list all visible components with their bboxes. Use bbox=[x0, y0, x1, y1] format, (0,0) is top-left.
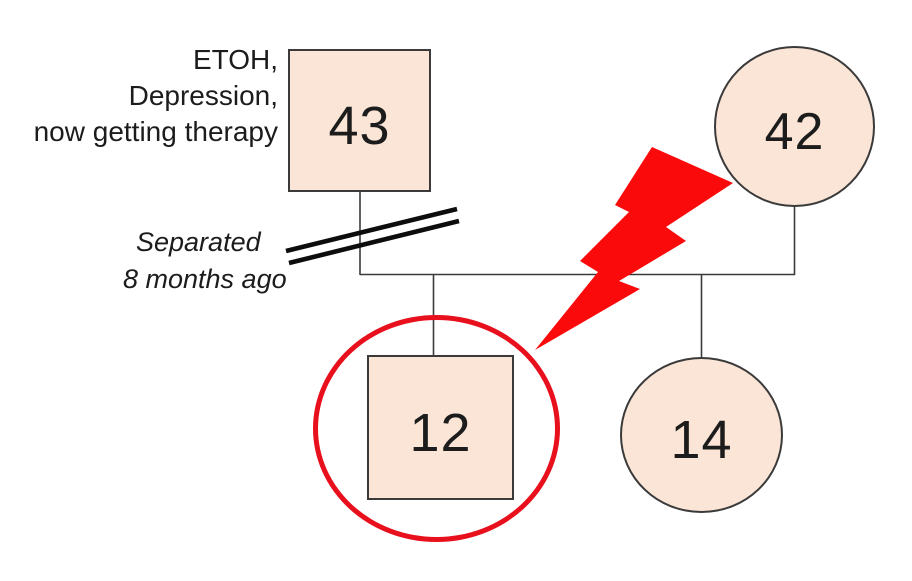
father-annotation-line: ETOH, bbox=[192, 44, 278, 75]
person-circle-mother: 42 bbox=[714, 46, 875, 207]
person-square-father: 43 bbox=[288, 49, 431, 192]
father-annotation-line: Depression, bbox=[128, 80, 278, 111]
father-age-label: 43 bbox=[328, 95, 391, 156]
mother-age-label: 42 bbox=[764, 102, 825, 161]
daughter-age-label: 14 bbox=[670, 410, 733, 470]
identified-patient-ring bbox=[313, 315, 560, 542]
separation-note: Separated 8 months ago bbox=[123, 224, 287, 298]
lightning-bolt-icon bbox=[535, 147, 733, 350]
person-circle-daughter: 14 bbox=[620, 357, 783, 513]
father-annotation-line: now getting therapy bbox=[33, 116, 278, 147]
father-annotation: ETOH, Depression, now getting therapy bbox=[34, 42, 278, 150]
separation-marks-icon bbox=[285, 206, 460, 266]
separation-note-line: Separated bbox=[136, 227, 261, 257]
separation-note-line: 8 months ago bbox=[123, 264, 287, 294]
